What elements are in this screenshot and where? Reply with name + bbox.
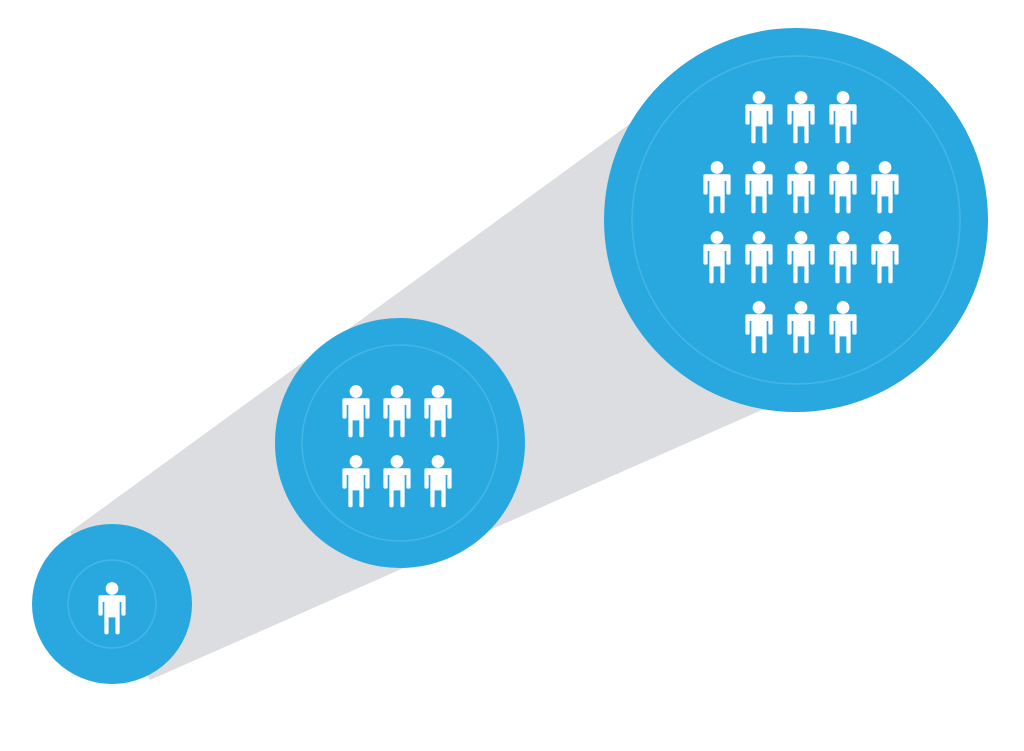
circle-large-group bbox=[604, 28, 988, 412]
circle-small-group bbox=[275, 318, 525, 568]
circle-individual bbox=[32, 524, 192, 684]
